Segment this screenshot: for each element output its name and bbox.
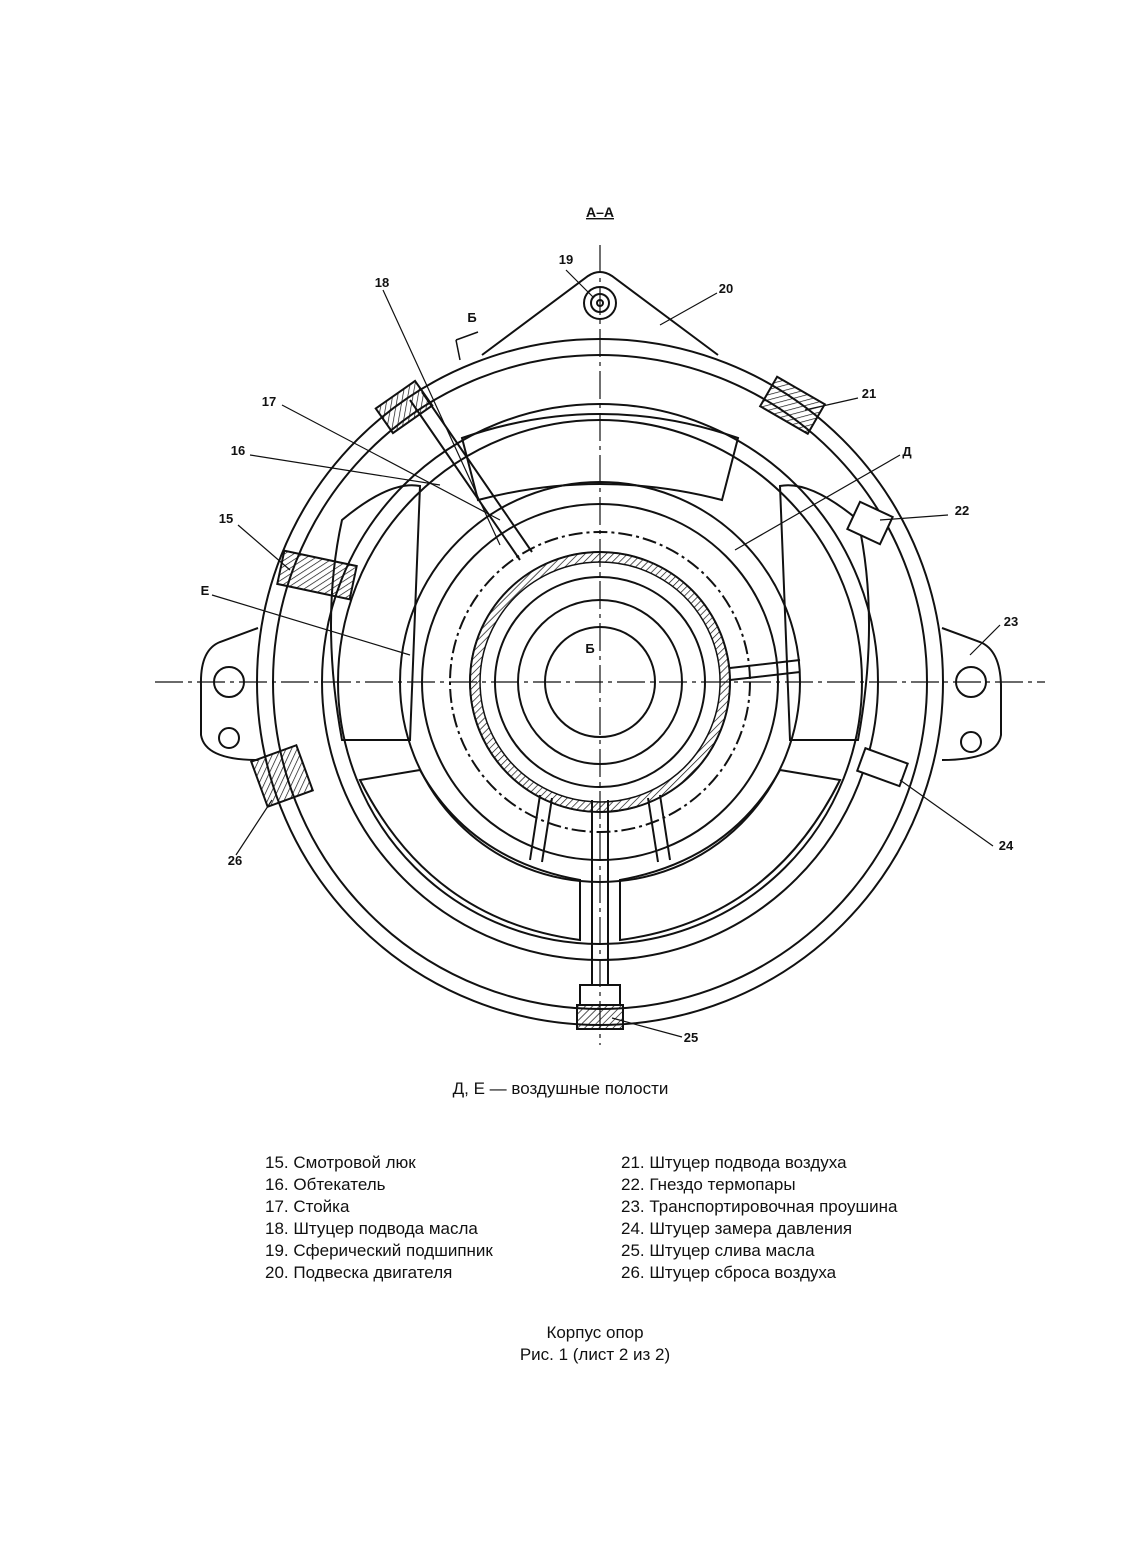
legend-item-16: 16. Обтекатель <box>265 1175 386 1194</box>
section-arrow-b <box>455 339 461 361</box>
legend-item-18: 18. Штуцер подвода масла <box>265 1219 478 1238</box>
lug-hole-left-lower <box>218 727 240 749</box>
window-bottom-right <box>619 768 842 942</box>
leader-16 <box>249 454 441 486</box>
leader-17 <box>281 404 501 521</box>
callout-26: 26 <box>228 853 242 868</box>
leader-23 <box>969 624 1001 656</box>
leader-25 <box>611 1017 683 1038</box>
leader-D <box>734 454 901 551</box>
legend-right: 21. Штуцер подвода воздуха 22. Гнездо те… <box>621 1152 897 1284</box>
section-label: А–А <box>586 204 614 220</box>
legend-left: 15. Смотровой люк 16. Обтекатель 17. Сто… <box>265 1152 493 1284</box>
callout-15: 15 <box>219 511 233 526</box>
legend-item-17: 17. Стойка <box>265 1197 350 1216</box>
inspection-hatch-15 <box>276 549 358 601</box>
lug-left <box>199 627 259 761</box>
callout-23: 23 <box>1004 614 1018 629</box>
callout-24: 24 <box>999 838 1014 853</box>
drain-tube <box>591 800 609 985</box>
legend-item-26: 26. Штуцер сброса воздуха <box>621 1263 837 1282</box>
housing-section-drawing: А–А <box>155 204 1045 1045</box>
legend-item-19: 19. Сферический подшипник <box>265 1241 493 1260</box>
leader-24 <box>899 779 994 847</box>
legend-item-24: 24. Штуцер замера давления <box>621 1219 853 1238</box>
legend-item-20: 20. Подвеска двигателя <box>265 1263 453 1282</box>
leader-18 <box>382 289 501 546</box>
callout-18: 18 <box>375 275 389 290</box>
section-arrow-b-head <box>455 331 479 341</box>
leader-21 <box>804 397 859 411</box>
leader-26 <box>235 799 273 856</box>
window-top <box>460 413 740 502</box>
cavity-note: Д, Е — воздушные полости <box>452 1079 669 1098</box>
legend-item-23: 23. Транспортировочная проушина <box>621 1197 898 1216</box>
legend-item-22: 22. Гнездо термопары <box>621 1175 796 1194</box>
callout-b-upper: Б <box>467 310 476 325</box>
leader-20 <box>659 292 718 326</box>
callout-E: Е <box>201 583 210 598</box>
window-left <box>330 484 422 741</box>
callout-16: 16 <box>231 443 245 458</box>
strut-right <box>729 659 801 681</box>
callout-19: 19 <box>559 252 573 267</box>
window-right <box>778 484 870 741</box>
legend-item-21: 21. Штуцер подвода воздуха <box>621 1153 847 1172</box>
oil-fitting-18 <box>374 379 434 435</box>
callout-b-center: Б <box>585 641 594 656</box>
callout-20: 20 <box>719 281 733 296</box>
leader-E <box>211 594 411 656</box>
air-fitting-21 <box>758 375 827 436</box>
hatched-shell <box>469 551 731 813</box>
figure-title: Корпус опор <box>546 1323 644 1342</box>
legend-item-15: 15. Смотровой люк <box>265 1153 416 1172</box>
leader-19 <box>565 269 595 299</box>
figure-number: Рис. 1 (лист 2 из 2) <box>519 1345 671 1364</box>
window-bottom-left <box>358 768 581 942</box>
callout-17: 17 <box>262 394 276 409</box>
lug-right <box>941 627 1002 761</box>
callout-25: 25 <box>684 1030 698 1045</box>
lug-hole-right-lower <box>960 731 982 753</box>
leader-15 <box>237 524 291 571</box>
pressure-fitting-24 <box>855 746 909 788</box>
strut-bottom-left <box>529 794 553 863</box>
callout-21: 21 <box>862 386 876 401</box>
strut-upper-left <box>409 391 533 561</box>
callout-22: 22 <box>955 503 969 518</box>
air-bleed-fitting-26 <box>249 743 315 809</box>
leader-22 <box>879 514 949 521</box>
thermocouple-socket-22 <box>846 500 894 546</box>
legend-item-25: 25. Штуцер слива масла <box>621 1241 815 1260</box>
callout-D: Д <box>902 444 912 459</box>
strut-bottom-right <box>647 794 671 863</box>
